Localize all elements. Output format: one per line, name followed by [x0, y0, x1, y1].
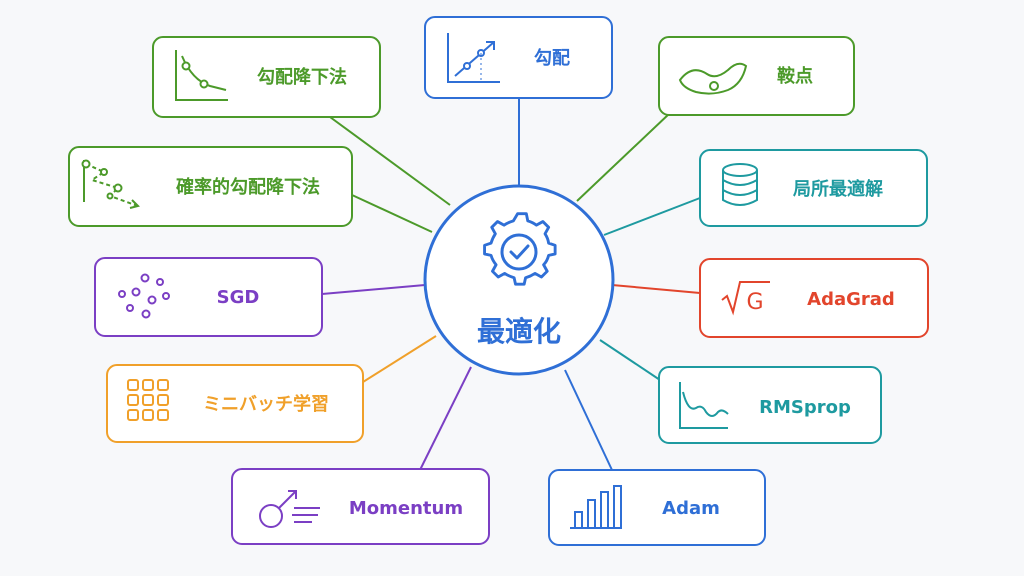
wave-chart-icon — [679, 382, 729, 429]
node-label: 鞍点 — [777, 65, 813, 87]
connector-momentum — [419, 366, 472, 471]
grid-batch-icon — [127, 379, 169, 421]
stochastic-path-icon — [81, 159, 140, 209]
gradient-arrow-icon — [447, 33, 500, 83]
connector-sgd — [321, 284, 426, 295]
node-label: Momentum — [349, 498, 463, 519]
scatter-dots-icon — [118, 273, 170, 319]
sqrt-g-icon: G — [721, 281, 770, 316]
moving-ball-icon — [259, 490, 320, 528]
svg-text:G: G — [746, 290, 763, 315]
node-minibatch[interactable]: ミニバッチ学習 — [106, 364, 364, 443]
connector-gradient-descent — [329, 116, 451, 206]
descent-curve-icon — [175, 50, 228, 101]
database-icon — [722, 163, 758, 206]
connectors — [321, 98, 701, 471]
saddle-surface-icon — [678, 62, 748, 95]
node-label: 確率的勾配降下法 — [176, 176, 320, 198]
connector-adagrad — [611, 284, 701, 294]
connector-adam — [564, 369, 613, 471]
node-label: 勾配降下法 — [257, 66, 347, 88]
bar-chart-icon — [570, 485, 622, 529]
node-label: 勾配 — [534, 47, 570, 69]
node-label: ミニバッチ学習 — [203, 393, 329, 415]
connector-rmsprop — [599, 339, 661, 381]
connector-local-optimum — [603, 197, 701, 236]
node-momentum[interactable]: Momentum — [231, 468, 490, 545]
node-label: Adam — [662, 498, 720, 519]
node-label: RMSprop — [759, 397, 851, 418]
node-gradient-descent[interactable]: 勾配降下法 — [152, 36, 381, 118]
connector-stochastic — [351, 194, 433, 233]
node-sgd[interactable]: SGD — [94, 257, 323, 337]
node-label: SGD — [217, 287, 260, 308]
node-label: AdaGrad — [807, 289, 895, 310]
node-stochastic-gradient-descent[interactable]: 確率的勾配降下法 — [68, 146, 353, 227]
node-adagrad[interactable]: G AdaGrad — [699, 258, 929, 338]
node-gradient[interactable]: 勾配 — [424, 16, 613, 99]
connector-minibatch — [362, 335, 437, 383]
node-local-optimum[interactable]: 局所最適解 — [699, 149, 928, 227]
node-label: 局所最適解 — [793, 178, 883, 200]
center-hub[interactable]: 最適化 — [423, 184, 615, 376]
gear-check-icon — [483, 212, 557, 286]
node-adam[interactable]: Adam — [548, 469, 766, 546]
connector-saddle-point — [576, 112, 671, 202]
node-rmsprop[interactable]: RMSprop — [658, 366, 882, 444]
center-label: 最適化 — [477, 315, 561, 348]
node-saddle-point[interactable]: 鞍点 — [658, 36, 855, 116]
